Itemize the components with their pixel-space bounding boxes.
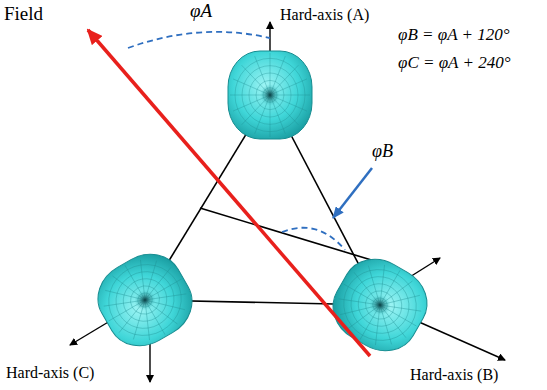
surface-part bbox=[331, 256, 430, 353]
axis-label: φC = φA + 240° bbox=[398, 54, 510, 73]
pointer-arrow bbox=[333, 168, 372, 218]
surface-part bbox=[321, 247, 439, 364]
angle-arc bbox=[128, 32, 270, 48]
surface-part bbox=[96, 251, 195, 348]
surface-part bbox=[260, 84, 280, 106]
field-label: Field bbox=[4, 4, 43, 25]
axis-arrows bbox=[70, 22, 505, 382]
surface-part bbox=[106, 261, 185, 339]
surface-part bbox=[228, 51, 312, 139]
surface-part bbox=[360, 286, 399, 325]
surface-part bbox=[86, 242, 204, 359]
surface-part bbox=[321, 247, 439, 364]
axis-label: Hard-axis (C) bbox=[6, 364, 94, 382]
axis-label: φB = φA + 120° bbox=[398, 26, 510, 45]
surface-part bbox=[130, 286, 159, 314]
axis-label: Hard-axis (A) bbox=[280, 6, 369, 24]
angle-label: φA bbox=[190, 1, 212, 22]
angle-arc bbox=[282, 228, 345, 250]
surface-part bbox=[125, 281, 164, 320]
surface-part bbox=[228, 51, 312, 139]
anisotropy-surfaces bbox=[86, 51, 439, 363]
angle-label: φB bbox=[372, 142, 393, 162]
surface-part bbox=[341, 266, 420, 344]
surface-part bbox=[86, 242, 204, 359]
field-line bbox=[88, 30, 370, 356]
surface-part bbox=[365, 291, 394, 319]
axis-label: Hard-axis (B) bbox=[410, 366, 498, 384]
